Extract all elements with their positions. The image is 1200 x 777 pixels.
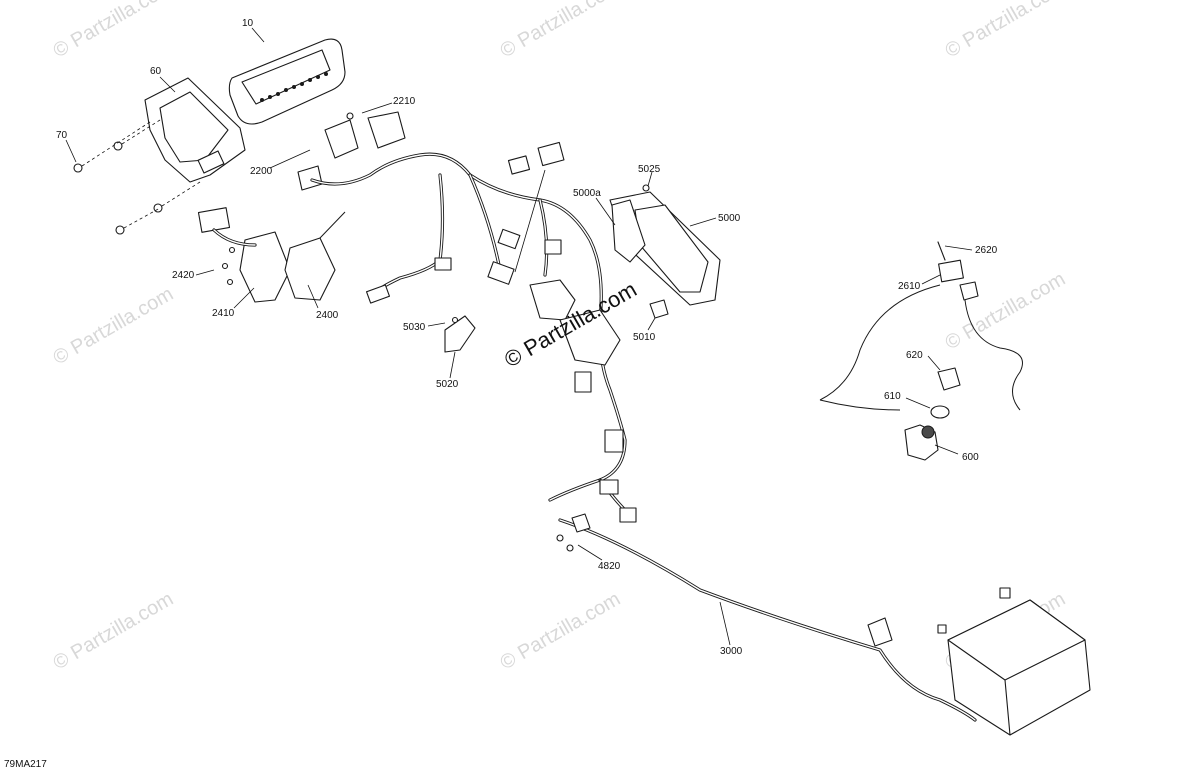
watermark: © Partzilla.com <box>50 0 178 62</box>
watermark: © Partzilla.com <box>50 283 178 369</box>
callout-10: 10 <box>242 18 254 29</box>
battery-cable[interactable] <box>556 513 977 722</box>
callout-2420: 2420 <box>172 270 195 281</box>
callout-2610: 2610 <box>898 281 921 292</box>
ecm-module[interactable] <box>609 184 721 306</box>
connector-2200[interactable] <box>297 111 406 191</box>
callout-610: 610 <box>884 391 901 402</box>
watermark: © Partzilla.com <box>497 588 625 674</box>
callout-5010: 5010 <box>633 332 656 343</box>
clip-5010[interactable] <box>649 299 669 319</box>
gauge-cluster[interactable] <box>228 38 346 125</box>
callout-5000: 5000 <box>718 213 741 224</box>
watermark: © Partzilla.com <box>50 588 178 674</box>
callout-3000: 3000 <box>720 646 743 657</box>
dess-key-assembly[interactable] <box>819 241 1023 461</box>
callout-2620: 2620 <box>975 245 998 256</box>
callout-5020: 5020 <box>436 379 459 390</box>
callout-5030: 5030 <box>403 322 426 333</box>
callout-2400: 2400 <box>316 310 339 321</box>
callout-4820: 4820 <box>598 561 621 572</box>
mount-bracket-5020[interactable] <box>444 315 476 353</box>
callout-60: 60 <box>150 66 162 77</box>
washer-group[interactable] <box>73 119 201 235</box>
diagram-reference-code: 79MA217 <box>4 759 47 770</box>
callout-5000a: 5000a <box>573 188 601 199</box>
harness-connectors <box>366 141 637 523</box>
callout-620: 620 <box>906 350 923 361</box>
callout-600: 600 <box>962 452 979 463</box>
callout-2410: 2410 <box>212 308 235 319</box>
handlebar-switch-assembly[interactable] <box>197 207 346 303</box>
callout-2210: 2210 <box>393 96 416 107</box>
cluster-bracket[interactable] <box>144 77 246 183</box>
callout-leaders <box>65 27 973 646</box>
watermark: © Partzilla.com <box>497 0 625 62</box>
watermark: © Partzilla.com <box>942 0 1070 62</box>
callout-5025: 5025 <box>638 164 661 175</box>
watermark: © Partzilla.com <box>942 268 1070 354</box>
callout-2200: 2200 <box>250 166 273 177</box>
center-watermark: © Partzilla.com <box>500 277 641 373</box>
callout-70: 70 <box>56 130 68 141</box>
battery[interactable] <box>937 587 1091 736</box>
main-wiring-harness[interactable] <box>310 152 627 512</box>
callout-labels: 10 60 70 2210 2200 2420 2410 2400 5030 5… <box>56 18 998 657</box>
